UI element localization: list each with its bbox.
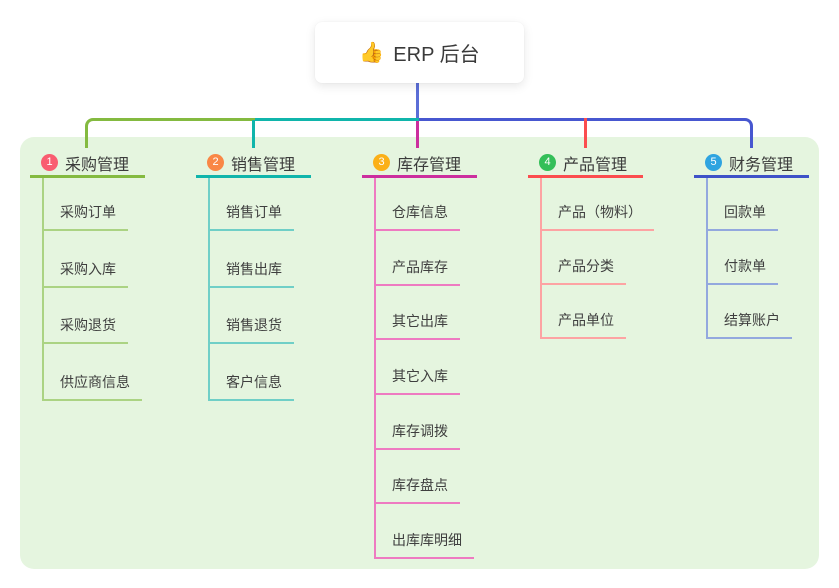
child-node[interactable]: 采购订单 [44, 178, 128, 231]
child-node-label: 产品（物料） [558, 204, 642, 220]
connector-branch-4 [584, 118, 587, 148]
child-node[interactable]: 销售订单 [210, 178, 294, 231]
child-node[interactable]: 采购入库 [44, 231, 128, 288]
child-node[interactable]: 其它出库 [376, 286, 460, 341]
child-node[interactable]: 产品分类 [542, 231, 626, 285]
branch-children: 仓库信息产品库存其它出库其它入库库存调拨库存盘点出库库明细 [374, 178, 477, 560]
branch-children: 销售订单销售出库销售退货客户信息 [208, 178, 311, 401]
branch-title-node[interactable]: 4 产品管理 [528, 150, 643, 178]
child-node[interactable]: 销售出库 [210, 231, 294, 288]
child-node[interactable]: 回款单 [708, 178, 778, 231]
priority-badge: 3 [373, 154, 390, 171]
child-node-label: 付款单 [724, 258, 766, 274]
connector-bus-middle [255, 118, 419, 121]
child-node-label: 库存盘点 [392, 477, 448, 494]
child-node[interactable]: 仓库信息 [376, 178, 460, 231]
priority-badge: 5 [705, 154, 722, 171]
child-node-label: 供应商信息 [60, 373, 130, 390]
connector-branch-1 [85, 118, 255, 148]
child-node-label: 其它出库 [392, 313, 448, 330]
child-node-label: 客户信息 [226, 373, 282, 390]
branch-children: 回款单付款单结算账户 [706, 178, 809, 339]
branch-title-node[interactable]: 3 库存管理 [362, 150, 477, 178]
connector-branch-2 [252, 120, 255, 148]
child-node-label: 产品分类 [558, 258, 614, 274]
branch-title-node[interactable]: 2 销售管理 [196, 150, 311, 178]
child-node-label: 销售出库 [226, 260, 282, 277]
branch-title-label: 采购管理 [65, 156, 130, 174]
child-node-label: 其它入库 [392, 368, 448, 385]
child-node[interactable]: 库存盘点 [376, 450, 460, 505]
child-node-label: 出库库明细 [392, 532, 462, 549]
child-node-label: 回款单 [724, 204, 766, 220]
child-node-label: 采购订单 [60, 204, 116, 220]
child-node-label: 采购退货 [60, 317, 116, 333]
branch-node-3[interactable]: 3 库存管理 仓库信息产品库存其它出库其它入库库存调拨库存盘点出库库明细 [362, 150, 477, 560]
branch-title-node[interactable]: 5 财务管理 [694, 150, 809, 178]
child-node-label: 仓库信息 [392, 204, 448, 220]
child-node[interactable]: 产品单位 [542, 285, 626, 339]
child-node[interactable]: 产品库存 [376, 231, 460, 286]
branch-title-label: 库存管理 [397, 156, 462, 174]
branches-background-panel [20, 137, 819, 569]
child-node[interactable]: 其它入库 [376, 340, 460, 396]
root-node[interactable]: 👍 ERP 后台 [315, 22, 524, 83]
child-node[interactable]: 结算账户 [708, 285, 792, 339]
branch-children: 产品（物料） 产品分类产品单位 [540, 178, 654, 339]
branch-node-2[interactable]: 2 销售管理 销售订单销售出库销售退货客户信息 [196, 150, 311, 401]
connector-branch-3 [416, 121, 419, 148]
child-node[interactable]: 出库库明细 [376, 504, 474, 560]
priority-badge: 2 [207, 154, 224, 171]
child-node[interactable]: 库存调拨 [376, 395, 460, 450]
root-node-label: ERP 后台 [393, 44, 480, 66]
branch-node-1[interactable]: 1 采购管理 采购订单采购入库采购退货供应商信息 [30, 150, 145, 401]
child-node[interactable]: 客户信息 [210, 344, 294, 401]
priority-badge: 4 [539, 154, 556, 171]
child-node[interactable]: 付款单 [708, 231, 778, 285]
child-node-label: 销售退货 [226, 317, 282, 333]
child-node-label: 产品库存 [392, 258, 448, 275]
child-node[interactable]: 采购退货 [44, 288, 128, 344]
thumbs-up-icon: 👍 [359, 42, 385, 64]
child-node-label: 销售订单 [226, 204, 282, 220]
branch-node-5[interactable]: 5 财务管理 回款单付款单结算账户 [694, 150, 809, 339]
branch-node-4[interactable]: 4 产品管理 产品（物料） 产品分类产品单位 [528, 150, 654, 339]
branch-title-label: 销售管理 [231, 156, 296, 174]
root-connector-line [416, 83, 419, 120]
branch-title-label: 财务管理 [729, 156, 794, 174]
branch-children: 采购订单采购入库采购退货供应商信息 [42, 178, 145, 401]
priority-badge: 1 [41, 154, 58, 171]
child-node-label: 采购入库 [60, 260, 116, 277]
child-node-label: 产品单位 [558, 312, 614, 328]
child-node[interactable]: 供应商信息 [44, 344, 142, 401]
child-node[interactable]: 产品（物料） [542, 178, 654, 231]
child-node-label: 结算账户 [724, 312, 780, 328]
child-node[interactable]: 销售退货 [210, 288, 294, 344]
child-node-label: 库存调拨 [392, 422, 448, 439]
branch-title-node[interactable]: 1 采购管理 [30, 150, 145, 178]
branch-title-label: 产品管理 [563, 156, 628, 174]
